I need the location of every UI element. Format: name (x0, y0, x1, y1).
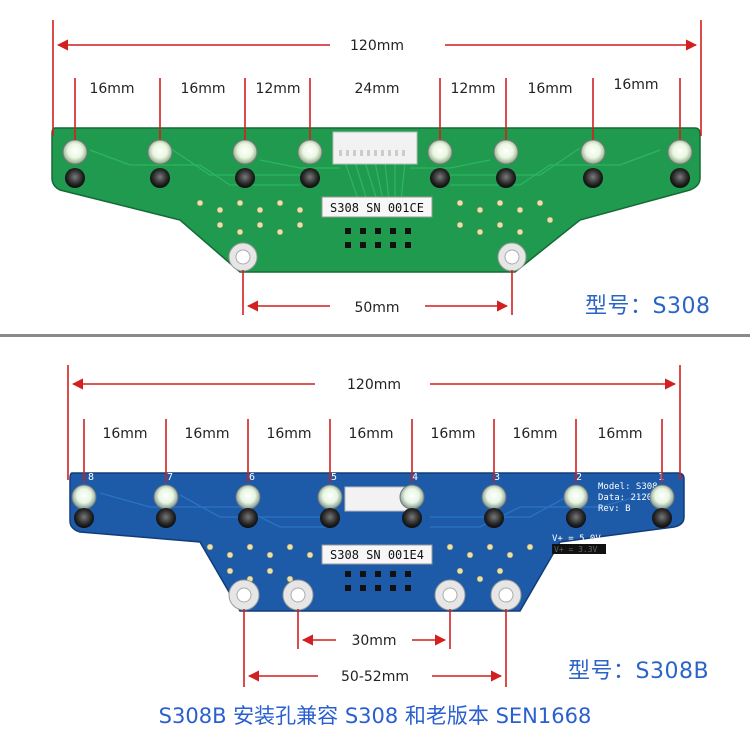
mounting-hole-right (497, 242, 527, 272)
s308b-panel: S308 SN 001E4 Model: S308 Data: 2120 Rev… (0, 337, 750, 700)
spacing-label: 16mm (430, 426, 475, 442)
mounting-hole-left (228, 242, 258, 272)
channel-number: 4 (412, 472, 418, 483)
model-label: 型号：S308B (568, 659, 710, 684)
spacing-label: 16mm (89, 81, 134, 97)
spacing-label: 12mm (450, 81, 495, 97)
s308-photo: S308 SN 001CE (51, 20, 702, 316)
sticker-text: S308 SN 001E4 (330, 548, 424, 562)
spacing-label: 12mm (255, 81, 300, 97)
channel-number: 2 (576, 472, 582, 483)
hole-spacing-inner-label: 30mm (351, 633, 396, 649)
panel-divider (0, 334, 750, 337)
photodiode-row (65, 168, 690, 188)
photodiode-row (74, 508, 672, 528)
compatibility-caption: S308B 安装孔兼容 S308 和老版本 SEN1668 (158, 704, 592, 728)
led-row (62, 139, 693, 165)
channel-number: 6 (249, 472, 255, 483)
model-label: 型号：S308 (585, 294, 711, 319)
connector (332, 131, 418, 165)
sticker-text: S308 SN 001CE (330, 201, 424, 215)
spacing-label: 16mm (184, 426, 229, 442)
spacing-label: 16mm (512, 426, 557, 442)
total-width-label: 120mm (347, 377, 401, 393)
hole-spacing-outer-label: 50-52mm (341, 669, 409, 685)
voltage-text: V+ = 5.0V (552, 534, 601, 544)
spacing-label: 16mm (527, 81, 572, 97)
spacing-label: 16mm (613, 77, 658, 93)
total-width-label: 120mm (350, 38, 404, 54)
spacing-label: 16mm (266, 426, 311, 442)
mounting-hole-inner-left (282, 579, 314, 611)
hole-spacing-label: 50mm (354, 300, 399, 316)
mounting-hole-outer-right (490, 579, 522, 611)
spacing-label: 16mm (597, 426, 642, 442)
spacing-label: 16mm (180, 81, 225, 97)
spacing-label: 16mm (348, 426, 393, 442)
channel-number: 7 (167, 472, 173, 483)
board-model-text: Model: S308 (598, 482, 658, 492)
mounting-hole-inner-right (434, 579, 466, 611)
board-date-text: Data: 2120 (598, 493, 652, 503)
voltage-text: V+ = 3.3V (554, 545, 598, 554)
sn-sticker (321, 196, 433, 218)
led-row (71, 484, 675, 510)
channel-number: 8 (88, 472, 94, 483)
s308b-photo: S308 SN 001E4 Model: S308 Data: 2120 Rev… (67, 365, 685, 687)
s308-panel: S308 SN 001CE (0, 0, 750, 334)
board-rev-text: Rev: B (598, 504, 631, 514)
channel-number: 3 (494, 472, 500, 483)
spacing-label: 24mm (354, 81, 399, 97)
sn-sticker (321, 544, 433, 565)
mounting-hole-outer-left (228, 579, 260, 611)
channel-number: 5 (331, 472, 337, 483)
spacing-label: 16mm (102, 426, 147, 442)
channel-number: 1 (658, 472, 664, 483)
